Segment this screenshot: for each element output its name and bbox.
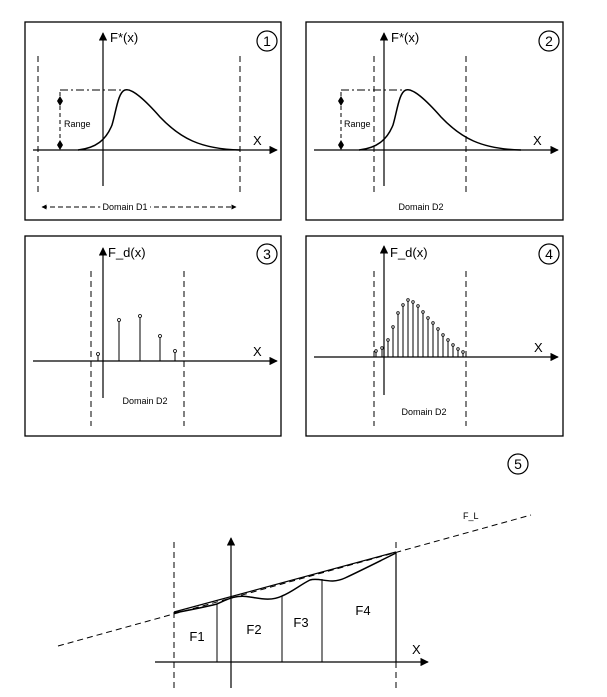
sample-point [374,349,378,353]
panel-3-sample-stems [97,316,176,361]
panel-3: F_d(x) X 3 Domain D2 [24,235,282,437]
panel-3-sample-points [96,314,177,356]
panel-3-domain-label: Domain D2 [122,396,167,406]
panel-4-x-label: X [534,340,543,355]
panel-4-sample-points [374,298,465,354]
sample-point [117,318,121,322]
sample-point [421,310,425,314]
sample-point [386,338,390,342]
panel-1-number-badge [256,30,278,52]
sample-point [451,343,455,347]
panel-5: 5 F_L X F1 F2 F3 F4 [57,453,532,690]
panel-1-domain-label: Domain D1 [102,202,147,212]
panel-3-number-badge [256,243,278,265]
panel-1-x-label: X [253,133,262,148]
sample-point [173,349,177,353]
sample-point [158,334,162,338]
panel-3-frame [24,235,282,437]
sample-point [391,325,395,329]
panel-4-frame [305,235,564,437]
panel-2-number: 2 [545,33,553,49]
sample-point [426,316,430,320]
panel-1-function-curve [77,89,241,151]
panel-5-region-f2: F2 [246,622,261,637]
sample-point [138,314,142,318]
panel-4-y-label: F_d(x) [390,245,428,260]
sample-point [411,300,415,304]
panel-1-range-marker-top [57,96,63,106]
sample-point [446,338,450,342]
panel-5-line-label: F_L [463,511,479,521]
sample-point [396,311,400,315]
panel-2-domain-label: Domain D2 [398,202,443,212]
panel-4-sample-stems [375,300,464,357]
panel-5-number-badge [507,453,529,475]
panel-1-range-marker-bottom [57,140,63,150]
panel-2-range-marker-bottom [338,140,344,150]
sample-point [96,352,100,356]
panel-2-range-marker-top [338,96,344,106]
panel-1: F*(x) X 1 Range Domain D1 [24,21,282,221]
panel-3-number: 3 [263,246,271,262]
panel-2-x-label: X [533,133,542,148]
panel-3-y-label: F_d(x) [108,245,146,260]
panel-4-number-badge [538,243,560,265]
panel-5-region-f3: F3 [293,615,308,630]
panel-5-chord-line [173,551,397,613]
panel-1-number: 1 [263,33,271,49]
panel-2-range-label: Range [344,119,371,129]
panel-1-y-label: F*(x) [110,30,138,45]
panel-2: F*(x) X 2 Range Domain D2 [305,21,564,221]
sample-point [441,333,445,337]
sample-point [431,321,435,325]
panel-1-range-label: Range [64,119,91,129]
panel-5-region-f1: F1 [189,629,204,644]
panel-2-frame [305,21,564,221]
sample-point [436,327,440,331]
panel-2-number-badge [538,30,560,52]
sample-point [461,350,465,354]
panel-2-function-curve [358,89,522,151]
sample-point [456,347,460,351]
sample-point [406,298,410,302]
sample-point [401,303,405,307]
panel-2-y-label: F*(x) [391,30,419,45]
panel-5-x-label: X [412,642,421,657]
panel-4-domain-label: Domain D2 [401,407,446,417]
panel-5-linear-bound-line [57,514,532,647]
panel-3-x-label: X [253,344,262,359]
panel-5-number: 5 [514,456,522,472]
panel-4-number: 4 [545,246,553,262]
sample-point [416,304,420,308]
sample-point [380,346,384,350]
panel-4: F_d(x) X 4 [305,235,564,437]
panel-1-frame [24,21,282,221]
panel-5-region-f4: F4 [355,603,370,618]
